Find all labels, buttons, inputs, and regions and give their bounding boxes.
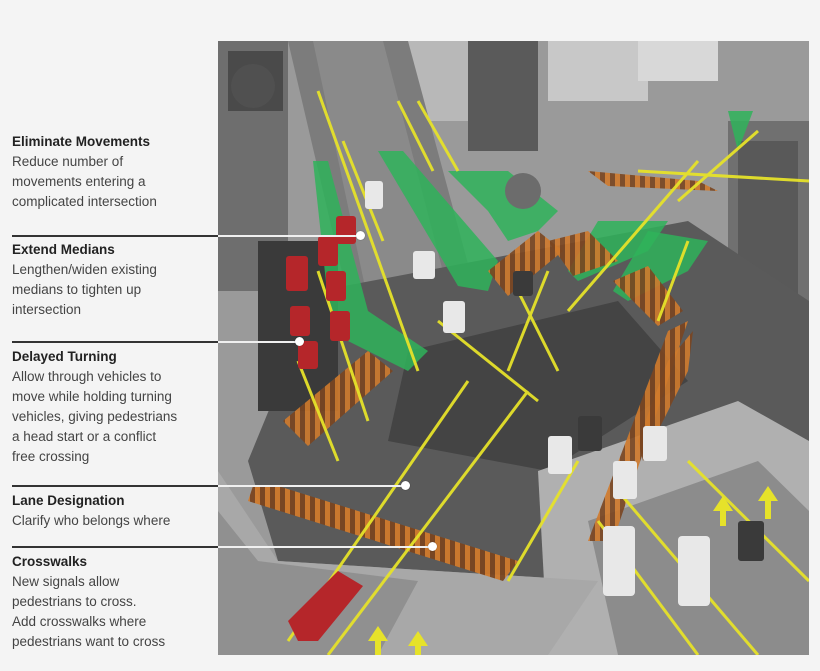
callout-lane-designation: Lane Designation Clarify who belongs whe… — [12, 491, 212, 531]
leader-line-extend-medians — [218, 235, 361, 237]
leader-line-crosswalks — [218, 546, 433, 548]
callout-title: Delayed Turning — [12, 349, 117, 364]
callout-desc-line: intersection — [12, 302, 82, 317]
callout-extend-medians: Extend Medians Lengthen/widen existing m… — [12, 240, 212, 320]
callout-title: Lane Designation — [12, 493, 125, 508]
callout-desc-line: move while holding turning — [12, 389, 172, 404]
callout-desc-line: complicated intersection — [12, 194, 157, 209]
callout-desc-line: Add crosswalks where — [12, 614, 147, 629]
callout-desc-line: New signals allow — [12, 574, 120, 589]
divider-line — [12, 485, 218, 487]
leader-dot-delayed-turning — [295, 337, 304, 346]
callout-desc-line: pedestrians want to cross — [12, 634, 166, 649]
callout-desc-line: Allow through vehicles to — [12, 369, 162, 384]
divider-line — [12, 341, 218, 343]
callout-desc-line: free crossing — [12, 449, 90, 464]
callout-desc-line: pedestrians to cross. — [12, 594, 137, 609]
leader-dot-extend-medians — [356, 231, 365, 240]
leader-line-lane-designation — [218, 485, 406, 487]
callout-desc-line: a head start or a conflict — [12, 429, 157, 444]
callout-crosswalks: Crosswalks New signals allow pedestrians… — [12, 552, 212, 652]
callout-desc-line: medians to tighten up — [12, 282, 142, 297]
callout-delayed-turning: Delayed Turning Allow through vehicles t… — [12, 347, 212, 467]
callout-desc-line: Clarify who belongs where — [12, 513, 171, 528]
callout-title: Extend Medians — [12, 242, 115, 257]
callout-desc-line: vehicles, giving pedestrians — [12, 409, 178, 424]
leader-dot-crosswalks — [428, 542, 437, 551]
leader-line-delayed-turning — [218, 341, 300, 343]
callout-eliminate-movements: Eliminate Movements Reduce number of mov… — [12, 132, 212, 212]
callout-title: Crosswalks — [12, 554, 88, 569]
intersection-photo — [218, 41, 809, 655]
callout-desc-line: movements entering a — [12, 174, 146, 189]
callout-title: Eliminate Movements — [12, 134, 151, 149]
callout-desc-line: Reduce number of — [12, 154, 124, 169]
divider-line — [12, 546, 218, 548]
callout-desc-line: Lengthen/widen existing — [12, 262, 157, 277]
leader-dot-lane-designation — [401, 481, 410, 490]
divider-line — [12, 235, 218, 237]
